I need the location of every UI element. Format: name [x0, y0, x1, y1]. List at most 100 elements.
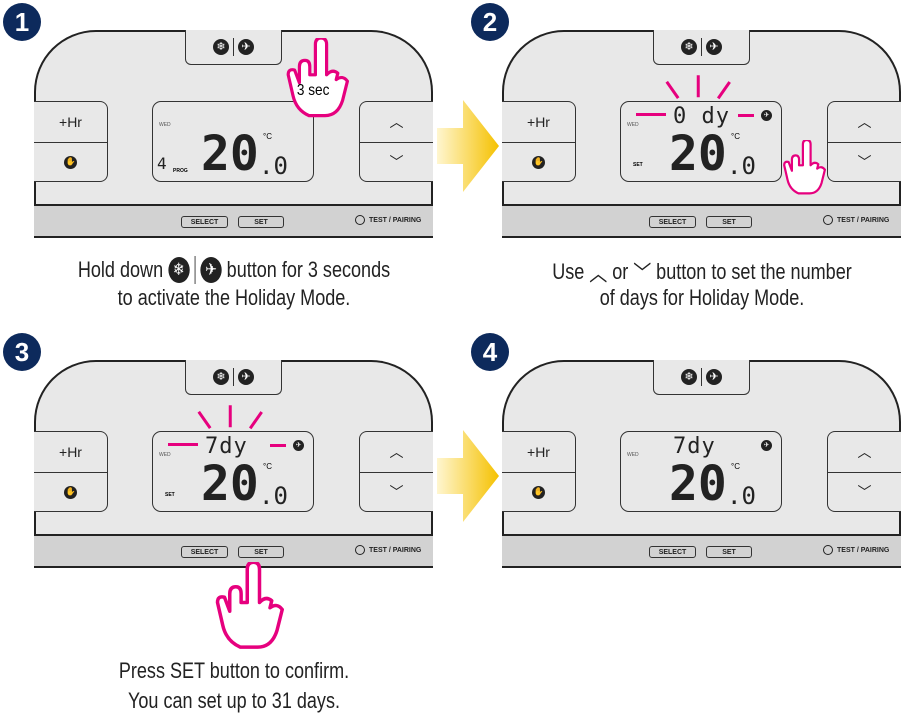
set-button[interactable]: SET [706, 546, 752, 558]
caption-text: Hold down [77, 257, 164, 282]
manual-button[interactable]: ✋ [502, 143, 575, 183]
flash-ray [696, 75, 700, 98]
holiday-frost-button[interactable]: ❄✈ [185, 360, 282, 395]
up-button[interactable]: ︿ [828, 102, 901, 143]
pairing-led-icon [355, 215, 365, 225]
plane-icon: ✈ [238, 369, 254, 385]
days-readout: 7dy [205, 434, 248, 459]
pairing-led-icon [355, 545, 365, 555]
celsius-unit: °C [263, 462, 272, 471]
temperature-decimal: .0 [727, 152, 756, 180]
plane-icon: ✈ [706, 39, 722, 55]
select-button[interactable]: SELECT [181, 546, 228, 558]
chevron-down-icon: ﹀ [389, 484, 404, 501]
celsius-unit: °C [731, 132, 740, 141]
plus-hour-button[interactable]: +Hr [34, 102, 107, 143]
snowflake-icon: ❄ [681, 39, 697, 55]
temperature-value: 20 [201, 126, 259, 182]
select-button[interactable]: SELECT [181, 216, 228, 228]
bottom-button-strip [502, 534, 901, 568]
select-button[interactable]: SELECT [649, 546, 696, 558]
flash-ray [738, 114, 754, 117]
up-button[interactable]: ︿ [360, 102, 433, 143]
test-pairing-label: TEST / PAIRING [369, 216, 422, 224]
temperature-decimal: .0 [259, 482, 288, 510]
step-1-caption-line-2: to activate the Holiday Mode. [117, 285, 351, 310]
flash-ray [168, 443, 198, 446]
right-button-group: ︿﹀ [827, 101, 901, 182]
test-pairing-label: TEST / PAIRING [837, 216, 890, 224]
caption-text: button to set the number [656, 259, 852, 284]
manual-button[interactable]: ✋ [502, 473, 575, 513]
test-pairing-button[interactable]: TEST / PAIRING [355, 545, 421, 555]
caption-text: button for 3 seconds [226, 257, 391, 282]
day-label: WED [159, 452, 171, 458]
up-button[interactable]: ︿ [828, 432, 901, 473]
plus-hour-button[interactable]: +Hr [502, 102, 575, 143]
day-label: WED [627, 122, 639, 128]
holiday-plane-indicator-icon: ✈ [293, 440, 304, 451]
flash-ray [270, 444, 286, 447]
snowflake-icon: ❄ [168, 257, 190, 283]
temperature-value: 20 [201, 456, 259, 512]
plus-hour-button[interactable]: +Hr [502, 432, 575, 473]
days-readout: 7dy [673, 434, 716, 459]
celsius-unit: °C [731, 462, 740, 471]
up-button[interactable]: ︿ [360, 432, 433, 473]
pointing-hand-icon [782, 138, 826, 195]
divider [701, 38, 702, 56]
chevron-up-icon: ︿ [857, 113, 872, 130]
down-button[interactable]: ﹀ [828, 473, 901, 513]
celsius-unit: °C [263, 132, 272, 141]
step-number-badge: 2 [471, 3, 509, 41]
hand-icon: ✋ [532, 485, 545, 499]
chevron-up-icon: ︿ [389, 443, 404, 460]
test-pairing-button[interactable]: TEST / PAIRING [823, 545, 889, 555]
manual-button[interactable]: ✋ [34, 143, 107, 183]
step-3-caption-line-1: Press SET button to confirm. [118, 658, 350, 683]
right-button-group: ︿﹀ [359, 431, 433, 512]
snowflake-icon: ❄ [213, 369, 229, 385]
chevron-down-icon: ﹀ [857, 484, 872, 501]
step-number-badge: 4 [471, 333, 509, 371]
divider [701, 368, 702, 386]
step-2-caption-line-1: Use︿or﹀button to set the number [494, 256, 911, 288]
select-button[interactable]: SELECT [649, 216, 696, 228]
set-button[interactable]: SET [238, 546, 284, 558]
holiday-frost-button[interactable]: ❄✈ [185, 30, 282, 65]
flash-ray [636, 113, 666, 116]
holiday-frost-button[interactable]: ❄✈ [653, 30, 750, 65]
down-button[interactable]: ﹀ [828, 143, 901, 183]
temperature-decimal: .0 [259, 152, 288, 180]
test-pairing-button[interactable]: TEST / PAIRING [355, 215, 421, 225]
chevron-down-icon: ﹀ [633, 261, 652, 286]
next-step-arrow-icon [437, 430, 499, 522]
next-step-arrow-icon [437, 100, 499, 192]
step-number-badge: 3 [3, 333, 41, 371]
program-number: 4 [157, 154, 167, 173]
down-button[interactable]: ﹀ [360, 473, 433, 513]
chevron-up-icon: ︿ [589, 261, 608, 286]
down-button[interactable]: ﹀ [360, 143, 433, 183]
plane-icon: ✈ [238, 39, 254, 55]
set-button[interactable]: SET [706, 216, 752, 228]
snowflake-icon: ❄ [681, 369, 697, 385]
holiday-frost-button[interactable]: ❄✈ [653, 360, 750, 395]
plus-hour-button[interactable]: +Hr [34, 432, 107, 473]
set-button[interactable]: SET [238, 216, 284, 228]
plane-icon: ✈ [200, 257, 222, 283]
temperature-value: 20 [669, 456, 727, 512]
manual-button[interactable]: ✋ [34, 473, 107, 513]
day-label: WED [627, 452, 639, 458]
pointing-hand-icon [214, 560, 284, 650]
bottom-button-strip [502, 204, 901, 238]
caption-text: or [612, 259, 629, 284]
holiday-plane-indicator-icon: ✈ [761, 110, 772, 121]
test-pairing-button[interactable]: TEST / PAIRING [823, 215, 889, 225]
